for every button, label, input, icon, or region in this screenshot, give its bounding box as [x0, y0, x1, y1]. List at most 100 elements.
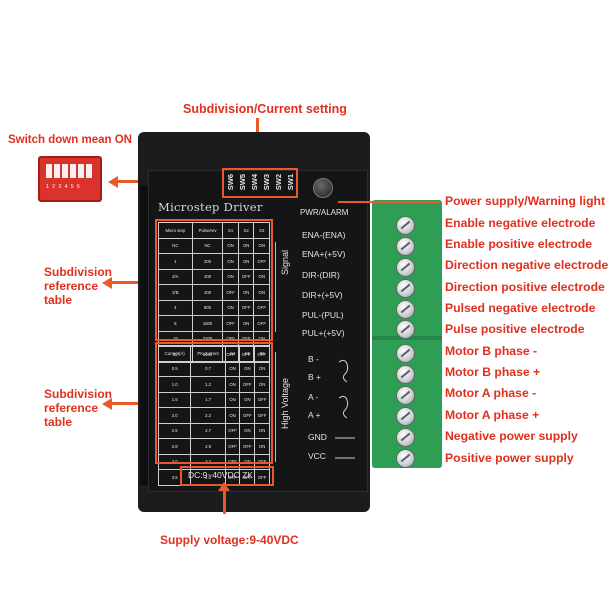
terminal-screw[interactable]: [396, 449, 415, 468]
dip-number: 2: [52, 184, 59, 190]
signal-label: Signal: [280, 250, 290, 276]
current-table-highlight: [155, 342, 273, 464]
terminal-screw[interactable]: [396, 279, 415, 298]
terminal-screw[interactable]: [396, 386, 415, 405]
terminal-screw[interactable]: [396, 365, 415, 384]
table-cell: ON: [254, 360, 270, 377]
table-row: Current(A) PK Current S4 S5 S6: [157, 345, 270, 362]
pin-label: DIR+(+5V): [302, 290, 343, 300]
arrow-line: [112, 402, 156, 405]
dip-switch-lever: [70, 164, 76, 178]
dip-switch-lever: [78, 164, 84, 178]
callout-supply-voltage: Supply voltage:9-40VDC: [160, 533, 299, 547]
dip-switch-lever: [46, 164, 52, 178]
driver-side: [140, 185, 150, 485]
label-direction-negative: Direction negative electrode: [445, 258, 609, 272]
label-motor-a-minus: Motor A phase -: [445, 386, 537, 400]
arrow-line: [223, 484, 226, 514]
table-cell: OFF: [254, 453, 270, 470]
pwr-alarm-label: PWR/ALARM: [300, 208, 349, 217]
pin-label: VCC: [308, 451, 326, 461]
dip-number: 5: [70, 184, 77, 190]
callout-subdivision-reference-table: Subdivision reference table: [44, 387, 113, 429]
divider: [275, 242, 276, 332]
dip-number: 3: [58, 184, 65, 190]
led-indicator: [313, 178, 333, 198]
divider: [275, 352, 276, 462]
callout-switch-down-on: Switch down mean ON: [8, 134, 132, 146]
table-cell: ON: [254, 422, 270, 439]
switch-label: SW1: [286, 174, 295, 191]
terminal-screw[interactable]: [396, 300, 415, 319]
pin-label: A -: [308, 392, 319, 402]
arrow-head: [218, 482, 230, 491]
dip-numbers: 123456: [46, 184, 96, 190]
switch-label: SW5: [238, 174, 247, 191]
dip-number: 6: [76, 184, 84, 190]
dip-number: 1: [46, 184, 53, 190]
terminal-screw[interactable]: [396, 407, 415, 426]
terminal-screw[interactable]: [396, 258, 415, 277]
label-enable-positive: Enable positive electrode: [445, 237, 592, 251]
terminal-screw[interactable]: [396, 344, 415, 363]
switch-label: SW6: [226, 174, 235, 191]
switch-label: SW4: [250, 174, 259, 191]
label-pulse-positive: Pulse positive electrode: [445, 322, 585, 336]
switch-label: SW3: [262, 174, 271, 191]
arrow-head: [102, 277, 112, 289]
terminal-screw[interactable]: [396, 216, 415, 235]
callout-subdivision-current-setting: Subdivision/Current setting: [183, 102, 347, 116]
pin-label: ENA+(+5V): [302, 249, 346, 259]
table-header: Pulse/rev: [191, 222, 224, 239]
arrow-line: [112, 281, 156, 284]
high-voltage-label: High Voltage: [280, 378, 290, 430]
dip-switch-lever: [54, 164, 60, 178]
dip-number: 4: [64, 184, 71, 190]
table-cell: OFF: [253, 315, 270, 332]
label-motor-b-plus: Motor B phase +: [445, 365, 541, 379]
table-row: Micro step Pulse/rev S1 S2 S3: [158, 222, 270, 239]
terminal-screw[interactable]: [396, 320, 415, 339]
dip-switch-illustration: 123456: [38, 156, 102, 202]
dip-switch-lever: [86, 164, 92, 178]
switch-label: SW2: [274, 174, 283, 191]
dc-label: DC:9~40VDC ZK: [188, 470, 253, 480]
table-cell: 0.5: [157, 360, 192, 377]
driver-title: Microstep Driver: [158, 200, 263, 214]
pin-label: GND: [308, 432, 327, 442]
pin-label: B -: [308, 354, 319, 364]
pin-label: PUL+(+5V): [302, 328, 345, 338]
label-positive-power: Positive power supply: [445, 451, 574, 465]
switch-label-box: SW6 SW5 SW4 SW3 SW2 SW1: [222, 168, 298, 198]
pin-label: B +: [308, 372, 321, 382]
terminal-screw[interactable]: [396, 428, 415, 447]
table-cell: 3.5: [157, 469, 192, 486]
micro-step-table-highlight: [155, 219, 273, 341]
label-motor-b-minus: Motor B phase -: [445, 344, 538, 358]
terminal-screw[interactable]: [396, 237, 415, 256]
dip-switch-lever: [62, 164, 68, 178]
table-cell: ON: [254, 438, 270, 455]
arrow-line: [338, 201, 440, 203]
coil-symbols: [335, 359, 355, 459]
pin-label: ENA-(ENA): [302, 230, 346, 240]
pin-label: DIR-(DIR): [302, 270, 340, 280]
callout-subdivision-reference-table: Subdivision reference table: [44, 265, 113, 307]
label-direction-positive: Direction positive electrode: [445, 280, 605, 294]
label-negative-power: Negative power supply: [445, 429, 578, 443]
label-enable-negative: Enable negative electrode: [445, 216, 596, 230]
label-motor-a-plus: Motor A phase +: [445, 408, 540, 422]
label-pulsed-negative: Pulsed negative electrode: [445, 301, 596, 315]
